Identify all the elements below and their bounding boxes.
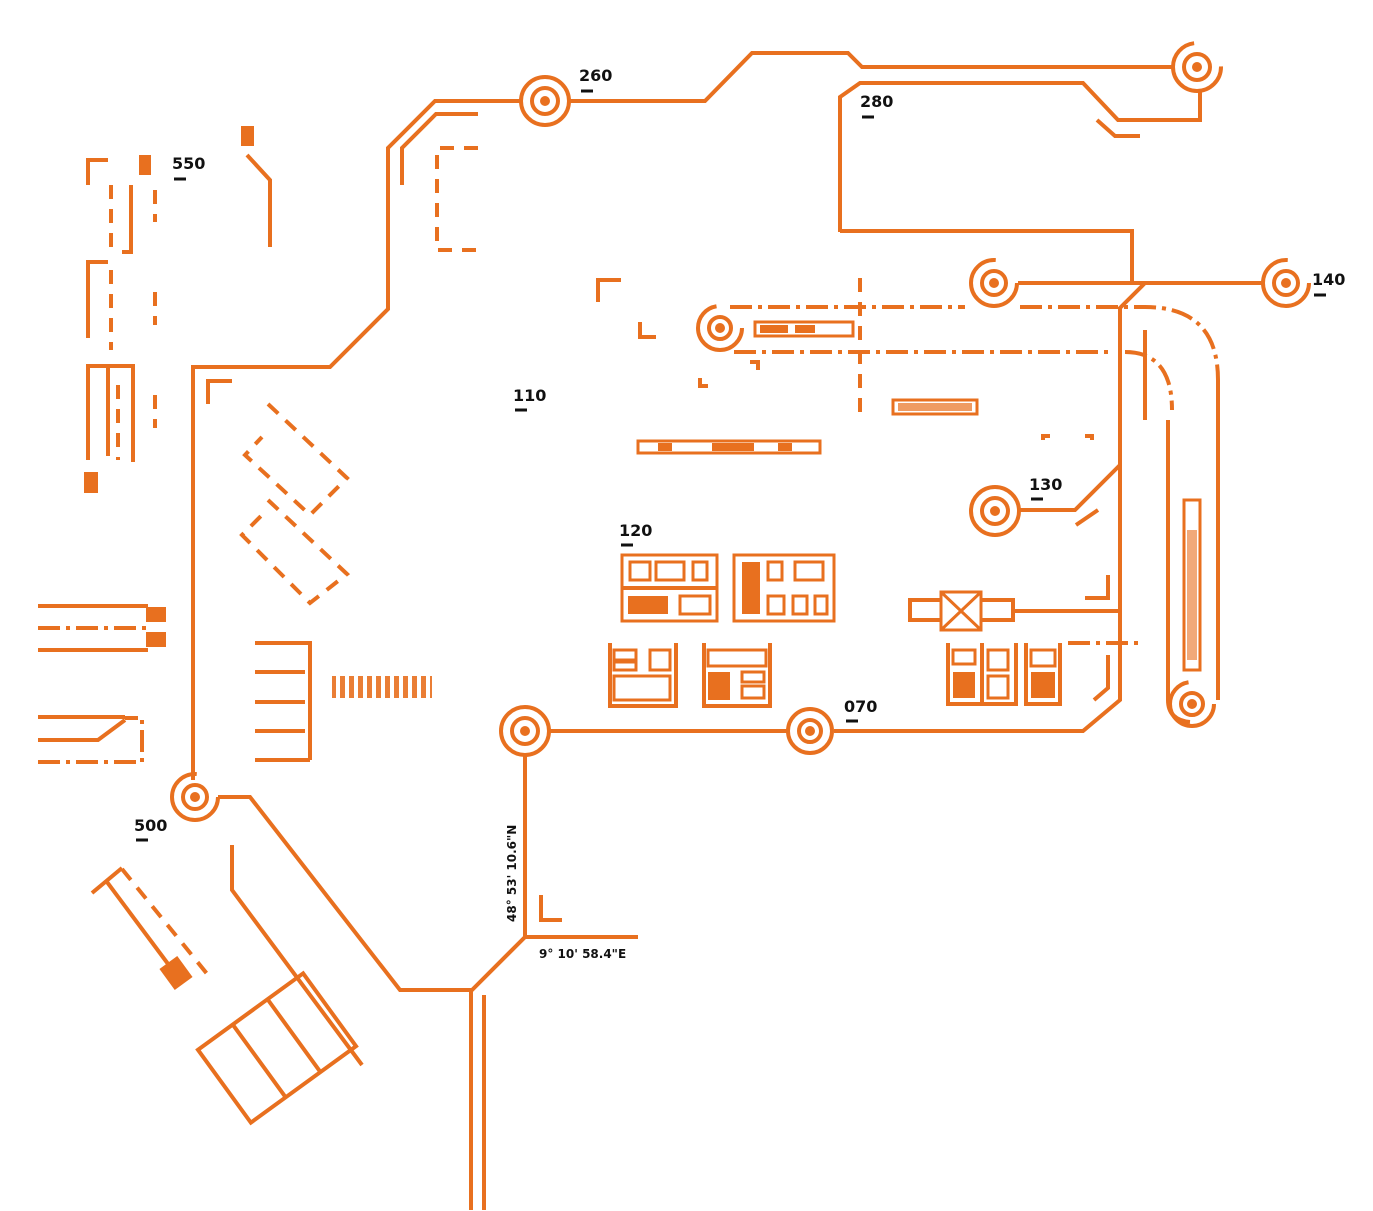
coordinates: 48° 53' 10.6"N 9° 10' 58.4"E bbox=[505, 825, 626, 961]
bracket-a bbox=[596, 278, 621, 302]
label-110: 110 bbox=[513, 386, 546, 412]
node-hub-south-marker[interactable] bbox=[499, 705, 551, 757]
docking-bays bbox=[38, 604, 432, 764]
label-120: 120 bbox=[619, 521, 652, 547]
node-260-marker[interactable] bbox=[519, 75, 571, 127]
conveyor-return-left bbox=[1166, 420, 1191, 724]
route-nodes bbox=[170, 41, 1311, 822]
label-280: 280 bbox=[860, 92, 893, 119]
conveyor-inner-curve bbox=[1124, 350, 1174, 411]
latitude-label: 48° 53' 10.6"N bbox=[505, 825, 519, 922]
route-southwest-diagonal bbox=[230, 845, 364, 1067]
machine-station bbox=[908, 590, 1120, 706]
label-550: 550 bbox=[172, 154, 205, 181]
route-west-trunk bbox=[191, 99, 520, 780]
bracket-g bbox=[1085, 575, 1110, 600]
node-conveyor-start-marker[interactable] bbox=[696, 304, 744, 352]
conveyor-hatch-strip-a bbox=[753, 320, 855, 338]
route-network bbox=[191, 51, 1262, 1210]
svg-text:280: 280 bbox=[860, 92, 893, 111]
route-south bbox=[218, 756, 527, 992]
label-140: 140 bbox=[1312, 270, 1345, 297]
node-280-marker[interactable] bbox=[1171, 41, 1223, 93]
bracket-b bbox=[638, 322, 656, 339]
label-500: 500 bbox=[134, 816, 167, 842]
label-260: 260 bbox=[579, 66, 612, 93]
node-labels: 260 280 550 140 110 130 120 070 bbox=[134, 66, 1345, 842]
longitude-label: 9° 10' 58.4"E bbox=[539, 947, 626, 961]
label-070: 070 bbox=[844, 697, 877, 723]
svg-text:140: 140 bbox=[1312, 270, 1345, 289]
conveyor-hatch-strip-vertical bbox=[1182, 498, 1202, 672]
bracket-e bbox=[1041, 434, 1050, 440]
svg-text:070: 070 bbox=[844, 697, 877, 716]
svg-text:500: 500 bbox=[134, 816, 167, 835]
southwest-structures bbox=[90, 866, 359, 1126]
route-east-trunk bbox=[834, 281, 1147, 733]
node-070-marker[interactable] bbox=[786, 707, 834, 755]
production-modules-120 bbox=[608, 553, 836, 708]
svg-text:130: 130 bbox=[1029, 475, 1062, 494]
node-junction-north-marker[interactable] bbox=[969, 258, 1019, 308]
bracket-c bbox=[698, 378, 708, 388]
rack-area-550 bbox=[84, 126, 351, 606]
label-130: 130 bbox=[1029, 475, 1062, 501]
route-east-junction bbox=[840, 229, 1134, 283]
svg-text:260: 260 bbox=[579, 66, 612, 85]
node-140-marker[interactable] bbox=[1261, 258, 1311, 308]
dashed-storage-area bbox=[435, 146, 478, 252]
node-130-marker[interactable] bbox=[969, 485, 1021, 537]
route-130-stub bbox=[1074, 508, 1100, 527]
route-north bbox=[570, 51, 1172, 103]
route-130-spur bbox=[1020, 463, 1122, 512]
conveyor-hatch-strip-b bbox=[891, 398, 979, 416]
svg-text:120: 120 bbox=[619, 521, 652, 540]
bracket-h bbox=[1092, 655, 1110, 702]
route-280-loop bbox=[838, 81, 1202, 232]
coord-corner-mark bbox=[539, 895, 562, 922]
route-west-inner bbox=[400, 112, 478, 185]
node-500-marker[interactable] bbox=[170, 772, 220, 822]
bracket-f bbox=[1085, 434, 1094, 440]
conveyor-upper-rail-east bbox=[1020, 305, 1220, 700]
bracket-d bbox=[750, 360, 760, 370]
svg-text:110: 110 bbox=[513, 386, 546, 405]
route-280-spur bbox=[1095, 118, 1140, 138]
conveyor-hatch-strip-c bbox=[636, 439, 822, 455]
svg-text:550: 550 bbox=[172, 154, 205, 173]
conveyor-system bbox=[596, 278, 1220, 724]
